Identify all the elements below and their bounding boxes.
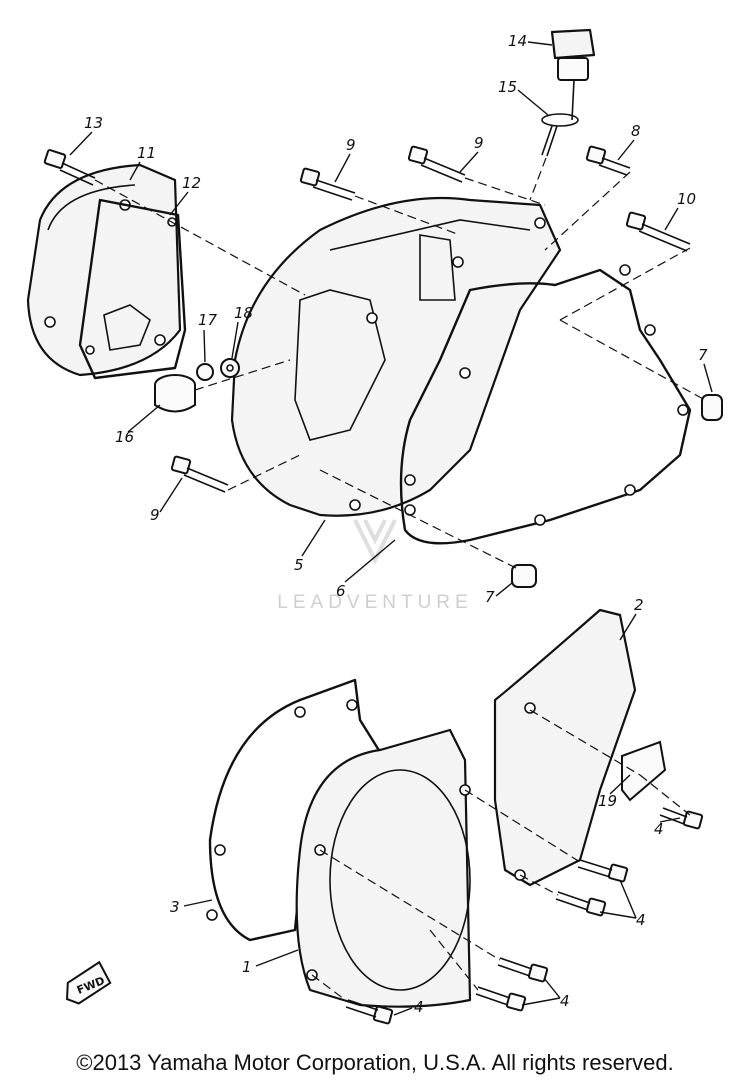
part-4-bolt-clamp [659,807,704,830]
part-18-washer [220,358,240,378]
part-7-dowel-lower [511,564,537,588]
callout-18: 18 [234,304,253,322]
part-14-filler-cap [550,28,596,121]
callout-6: 6 [336,582,346,600]
part-3-gasket [206,678,387,942]
callouts: 14 15 13 11 12 9 9 8 10 17 18 7 16 9 5 6 [69,32,713,1016]
part-9-bolt-upper-right [407,145,466,183]
callout-16: 16 [115,428,134,446]
part-13-bolt [43,149,96,186]
callout-8: 8 [631,122,641,140]
part-9-bolt-upper-left [299,167,356,201]
part-7-dowel-upper [701,394,723,421]
callout-4-pair-lower: 4 [560,992,570,1010]
callout-19: 19 [598,792,617,810]
part-16-plug [154,374,196,413]
part-4-bolt-lower-pair-a [497,957,549,983]
lower-assembly-lines [311,709,691,1003]
part-11-cover [26,163,182,377]
callout-15: 15 [498,78,517,96]
part-4-bolt-upper-pair-a [577,859,629,883]
leadventure-watermark: LEADVENTURE [277,519,472,613]
watermark-text: LEADVENTURE [277,592,472,613]
callout-17: 17 [198,311,218,329]
callout-13: 13 [84,114,103,132]
part-5-crankcase-cover [230,196,562,517]
callout-2: 2 [634,596,644,614]
part-15-o-ring [541,113,579,127]
part-4-bolt-upper-pair-b [555,891,607,917]
part-6-gasket [399,264,692,545]
part-19-clamp [621,740,667,802]
callout-12: 12 [182,174,201,192]
callout-4-clamp: 4 [654,820,664,838]
callout-4-pair-upper: 4 [636,911,646,929]
fwd-arrow-icon: FWD [66,960,112,1005]
callout-14: 14 [508,32,527,50]
part-4-bolt-single [345,999,394,1025]
callout-3: 3 [170,898,180,916]
callout-9-lower: 9 [150,506,160,524]
callout-9-upper-right: 9 [474,134,484,152]
part-4-bolt-lower-pair-b [475,986,527,1012]
callout-7-upper: 7 [698,346,708,364]
part-10-bolt [625,211,691,252]
part-9-bolt-lower [170,455,229,493]
part-17-nut [196,363,214,381]
part-8-bolt [585,145,631,176]
oil-level-rod [541,125,558,157]
callout-11: 11 [137,144,156,162]
callout-9-upper-left: 9 [346,136,356,154]
callout-5: 5 [294,556,304,574]
part-2-cover [493,608,637,887]
callout-10: 10 [677,190,696,208]
callout-1: 1 [242,958,252,976]
copyright-notice: ©2013 Yamaha Motor Corporation, U.S.A. A… [76,1050,674,1075]
callout-7-lower: 7 [485,588,495,606]
part-1-cover [295,728,472,1008]
callout-4-single: 4 [414,998,424,1016]
upper-assembly-lines [94,157,706,571]
